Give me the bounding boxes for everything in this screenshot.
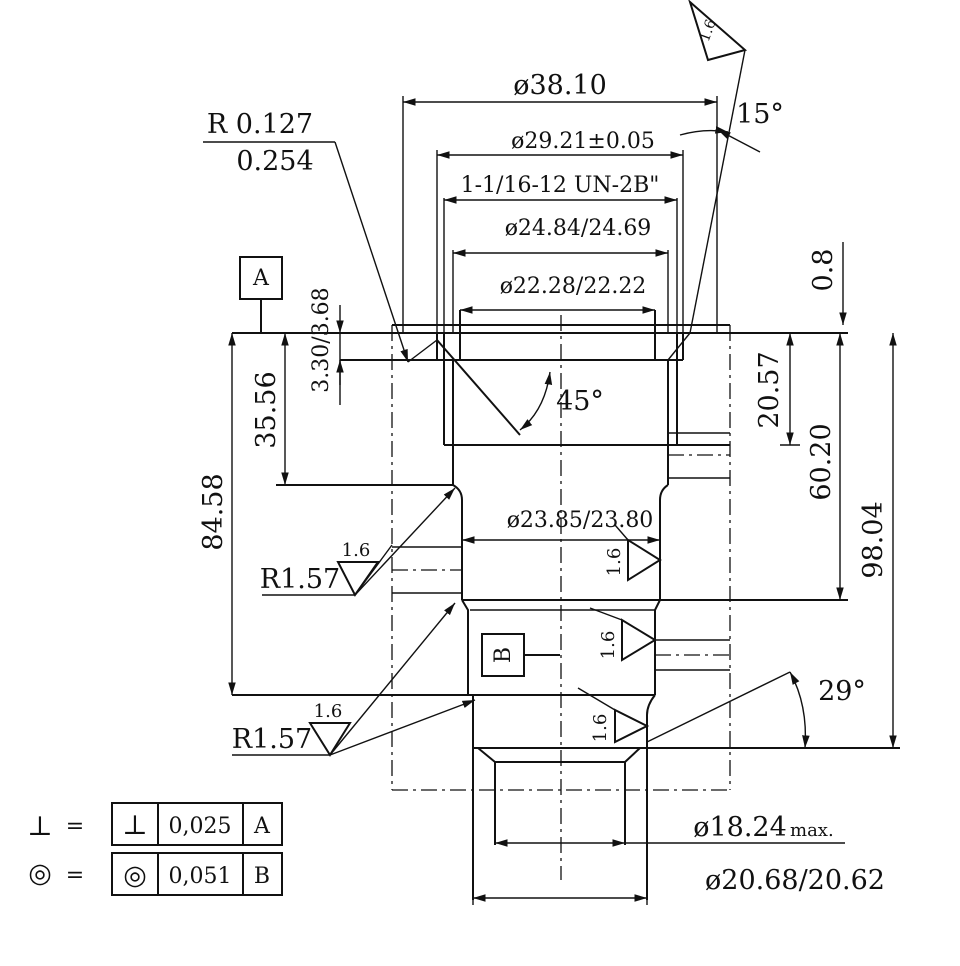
roughness-texts: 1.6 1.6 1.6 1.6 1.6 1.6 [314, 17, 720, 742]
roughness-fillet-upper: 1.6 [342, 540, 371, 561]
roughness-fillet-lower: 1.6 [314, 701, 343, 722]
dim-depth-0-8: 0.8 [808, 249, 839, 292]
dim-d-bore3: ø22.28/22.22 [500, 274, 647, 299]
leader-lines [203, 49, 746, 756]
legend-row1-symbol: ⊥ [27, 811, 52, 842]
dim-fillet-2: R1.57 [232, 724, 312, 755]
roughness-right-1: 1.6 [604, 548, 625, 577]
dimension-lines [228, 98, 897, 902]
dim-radius-top-1: R 0.127 [207, 109, 313, 140]
dim-thread: 1-1/16-12 UN-2B" [461, 173, 660, 198]
dim-depth-98-04: 98.04 [858, 501, 889, 578]
legend-row2-symbol: ◎ [28, 858, 52, 889]
dim-angle-15: 15° [736, 99, 784, 130]
dim-angle-45: 45° [556, 386, 604, 417]
roughness-icon [614, 708, 650, 744]
datum-a: A [239, 256, 283, 333]
dim-depth-35-56: 35.56 [251, 371, 282, 448]
dim-depth-20-57: 20.57 [754, 351, 785, 428]
dim-d-bore4: ø23.85/23.80 [507, 508, 654, 533]
dim-depth-60-20: 60.20 [806, 423, 837, 500]
dim-d-bore1: ø29.21±0.05 [511, 129, 655, 154]
roughness-icon [627, 538, 662, 582]
roughness-top: 1.6 [697, 17, 720, 43]
legend-row2-tolerance: 0,051 [169, 864, 232, 889]
legend-row2-frame-symbol: ◎ [123, 860, 147, 891]
datum-b: B [481, 633, 560, 677]
dim-depth-3-30: 3.30/3.68 [309, 287, 334, 392]
roughness-right-2: 1.6 [598, 631, 619, 660]
dim-radius-top-2: 0.254 [236, 146, 313, 177]
roughness-icon [308, 722, 352, 757]
dim-d-bore2: ø24.84/24.69 [505, 216, 652, 241]
legend-row1-equals: = [66, 814, 84, 839]
datum-b-label: B [491, 647, 516, 663]
dim-depth-84-58: 84.58 [198, 473, 229, 550]
tolerance-legend: ⊥ = ⊥ 0,025 A ◎ = ◎ 0,051 B [27, 802, 283, 896]
legend-row1-frame-symbol: ⊥ [122, 810, 147, 841]
legend-row1-datum: A [253, 814, 271, 839]
dim-d-outer: ø38.10 [513, 70, 607, 101]
dim-d-spigot: ø20.68/20.62 [705, 865, 885, 896]
roughness-icon [688, 0, 748, 62]
roughness-icon [621, 618, 657, 662]
dim-fillet-1: R1.57 [260, 564, 340, 595]
roughness-symbols [308, 0, 748, 757]
extension-lines [402, 96, 800, 905]
datum-a-label: A [252, 266, 270, 291]
part-outline [232, 310, 900, 900]
dimension-texts: ø38.10 ø29.21±0.05 1-1/16-12 UN-2B" ø24.… [198, 70, 889, 896]
dim-d-bottom-max: ø18.24 [693, 812, 787, 843]
dim-d-bottom-max-suffix: max. [790, 820, 834, 841]
dim-angle-29: 29° [818, 676, 866, 707]
legend-row1-tolerance: 0,025 [169, 814, 232, 839]
legend-row2-equals: = [66, 863, 84, 888]
roughness-right-3: 1.6 [590, 714, 611, 743]
legend-row2-datum: B [254, 864, 270, 889]
